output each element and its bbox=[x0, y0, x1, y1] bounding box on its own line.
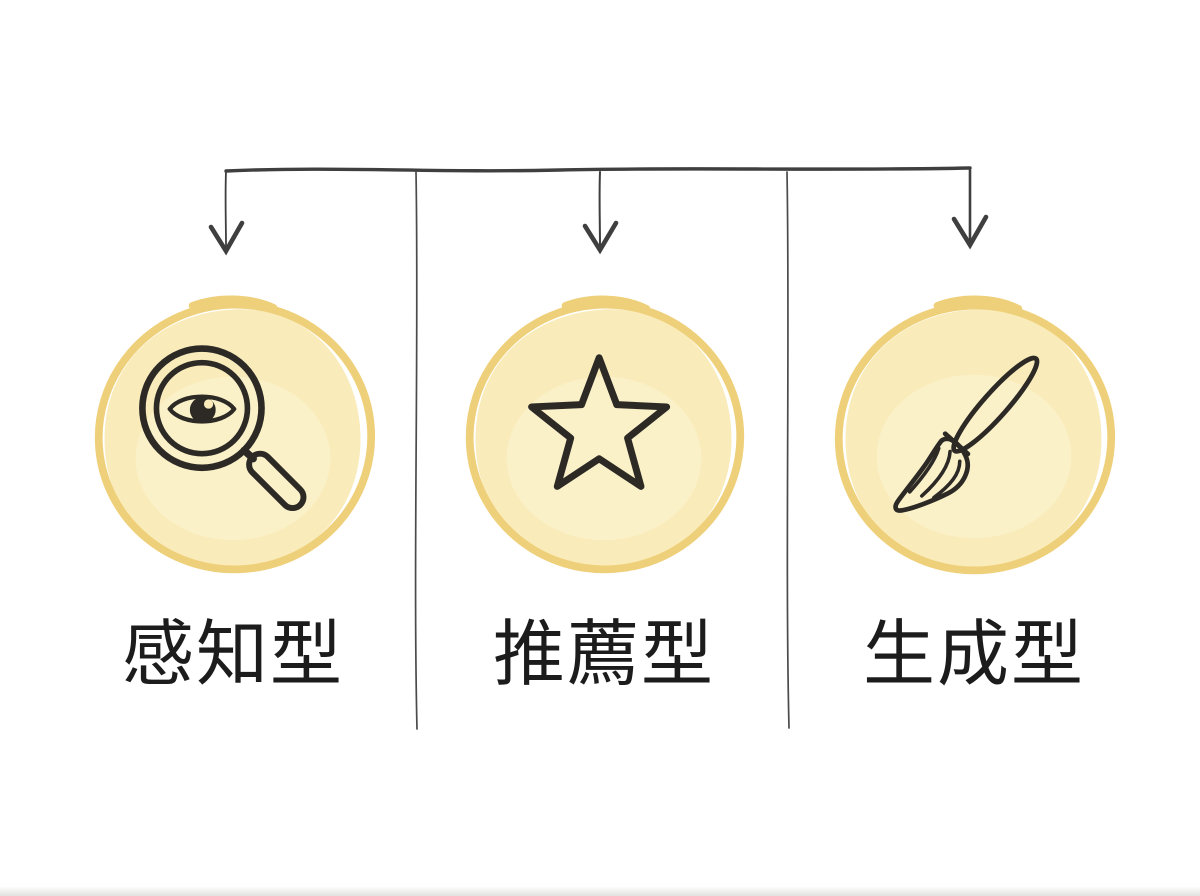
magnifier-eye-icon bbox=[139, 345, 307, 512]
category-label: 生成型 bbox=[862, 612, 1085, 696]
paintbrush-icon bbox=[893, 355, 1040, 513]
arrow-down-icon bbox=[208, 171, 245, 256]
arrow-down-icon bbox=[951, 168, 989, 250]
badge-circle bbox=[94, 295, 376, 574]
column-divider bbox=[786, 171, 790, 729]
category-label: 感知型 bbox=[121, 612, 344, 696]
star-icon bbox=[528, 354, 671, 490]
category-generative: 生成型 bbox=[824, 289, 1124, 697]
arrow-down-icon bbox=[582, 171, 619, 255]
paper-edge-smudge bbox=[0, 886, 1200, 896]
badge-circle bbox=[834, 295, 1116, 575]
connector-top-line bbox=[224, 166, 972, 173]
category-recommendation: 推薦型 bbox=[454, 289, 754, 697]
column-divider bbox=[414, 171, 418, 730]
badge-circle bbox=[465, 295, 745, 574]
category-label: 推薦型 bbox=[492, 612, 715, 696]
category-perception: 感知型 bbox=[83, 289, 383, 697]
